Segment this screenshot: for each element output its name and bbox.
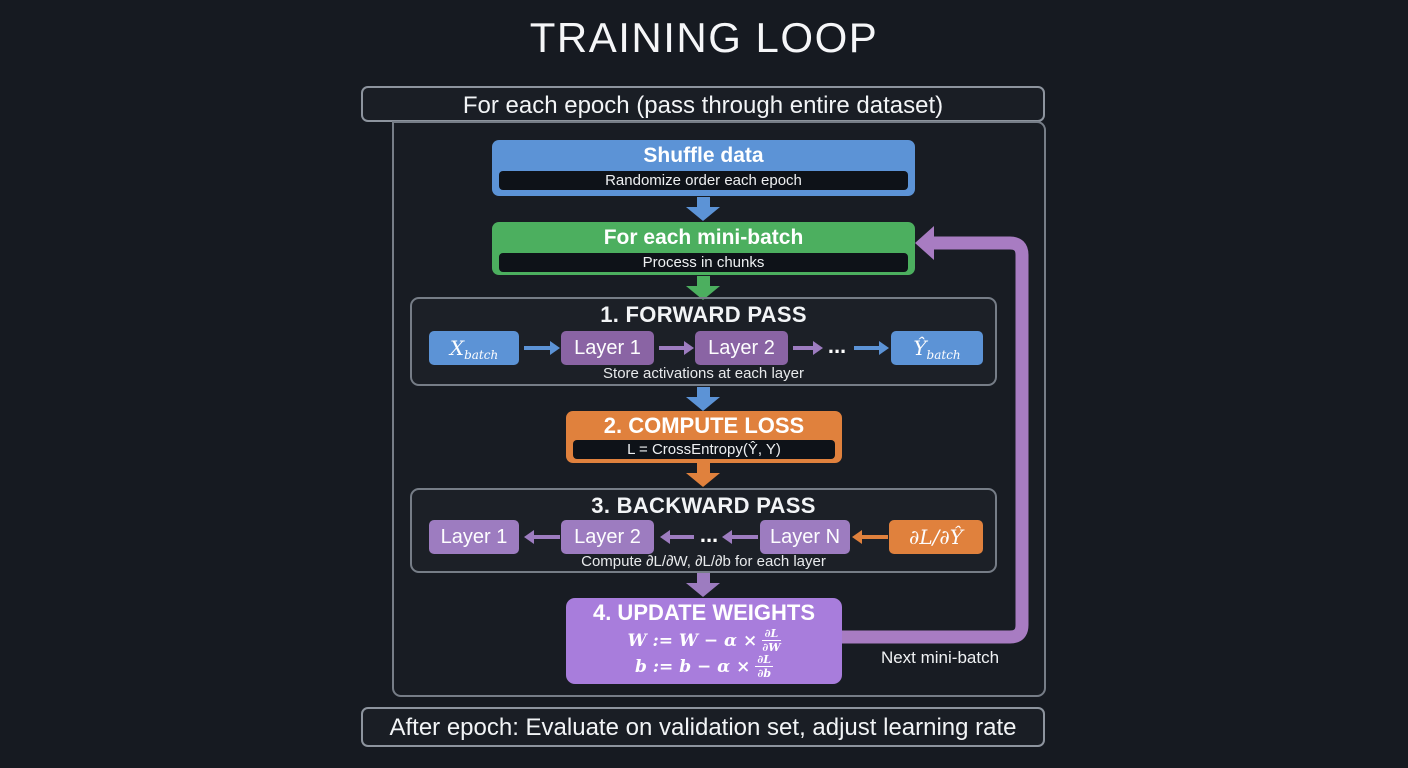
x-batch-node: Xbatch	[429, 331, 519, 365]
epoch-banner: For each epoch (pass through entire data…	[361, 86, 1045, 122]
arrow-layer1-to-layer2-icon	[659, 341, 694, 355]
minibatch-title: For each mini-batch	[603, 226, 804, 249]
arrow-gradient-to-layerN-icon	[852, 530, 888, 544]
update-b-fraction: ∂L ∂b	[755, 653, 774, 680]
arrow-backward-to-update-icon	[686, 573, 720, 597]
arrow-loss-to-backward-icon	[686, 463, 720, 487]
arrow-forward-to-loss-icon	[686, 387, 720, 411]
backward-ellipsis: ...	[699, 522, 719, 547]
update-weights-title: 4. UPDATE WEIGHTS	[592, 600, 816, 625]
epoch-banner-label: For each epoch (pass through entire data…	[462, 92, 944, 119]
minibatch-box: For each mini-batch Process in chunks	[492, 222, 915, 275]
backward-layerN-node: Layer N	[760, 520, 850, 554]
arrow-layer2-to-ellipsis-icon	[793, 341, 823, 355]
arrow-x-to-layer1-icon	[524, 341, 560, 355]
backward-pass-caption: Compute ∂L/∂W, ∂L/∂b for each layer	[581, 553, 826, 570]
arrow-layerN-to-ellipsis-icon	[722, 530, 758, 544]
compute-loss-title: 2. COMPUTE LOSS	[603, 413, 805, 438]
update-w-fraction: ∂L ∂W	[762, 628, 781, 654]
next-minibatch-label: Next mini-batch	[880, 648, 1000, 667]
loss-gradient-node: ∂L/∂Ŷ	[889, 520, 983, 554]
forward-layer1-node: Layer 1	[561, 331, 654, 365]
arrow-shuffle-to-minibatch-icon	[686, 197, 720, 221]
minibatch-subtitle: Process in chunks	[499, 253, 908, 272]
backward-pass-panel: 3. BACKWARD PASS Layer 1 Layer 2 ... Lay…	[410, 488, 997, 573]
update-b-lhs: b := b − α ×	[634, 656, 751, 677]
x-batch-sub: batch	[464, 348, 499, 362]
forward-pass-caption: Store activations at each layer	[603, 365, 804, 382]
shuffle-data-title: Shuffle data	[643, 144, 764, 167]
update-w-formula: W := W − α × ∂L ∂W	[566, 628, 842, 653]
forward-pass-panel: 1. FORWARD PASS Xbatch Layer 1 Layer 2 .…	[410, 297, 997, 386]
update-b-numerator: ∂L	[755, 653, 774, 667]
arrow-layer2-to-layer1-icon	[524, 530, 560, 544]
update-b-denominator: ∂b	[757, 667, 772, 680]
update-w-denominator: ∂W	[762, 641, 781, 654]
arrow-ellipsis-to-layer2-icon	[660, 530, 694, 544]
compute-loss-box: 2. COMPUTE LOSS L = CrossEntropy(Ŷ, Y)	[566, 411, 842, 463]
update-weights-box: 4. UPDATE WEIGHTS W := W − α × ∂L ∂W b :…	[566, 598, 842, 684]
arrow-minibatch-to-forward-icon	[686, 276, 720, 300]
arrow-ellipsis-to-yhat-icon	[854, 341, 889, 355]
x-batch-base: X	[449, 336, 465, 360]
update-b-formula: b := b − α × ∂L ∂b	[566, 654, 842, 679]
after-epoch-banner: After epoch: Evaluate on validation set,…	[361, 707, 1045, 747]
forward-pass-title: 1. FORWARD PASS	[600, 302, 807, 327]
backward-pass-title: 3. BACKWARD PASS	[591, 493, 816, 518]
yhat-batch-node: Ŷbatch	[891, 331, 983, 365]
after-epoch-label: After epoch: Evaluate on validation set,…	[389, 714, 1017, 741]
forward-ellipsis: ...	[827, 333, 847, 358]
backward-layer2-node: Layer 2	[561, 520, 654, 554]
shuffle-data-subtitle: Randomize order each epoch	[499, 171, 908, 190]
backward-layer1-node: Layer 1	[429, 520, 519, 554]
forward-layer2-node: Layer 2	[695, 331, 788, 365]
update-w-numerator: ∂L	[762, 628, 781, 641]
shuffle-data-box: Shuffle data Randomize order each epoch	[492, 140, 915, 196]
compute-loss-formula: L = CrossEntropy(Ŷ, Y)	[573, 440, 835, 459]
page-title: TRAINING LOOP	[529, 14, 879, 61]
yhat-batch-base: Ŷ	[913, 336, 927, 360]
yhat-batch-sub: batch	[926, 348, 961, 362]
epoch-container	[392, 121, 1046, 697]
update-w-lhs: W := W − α ×	[627, 630, 758, 651]
